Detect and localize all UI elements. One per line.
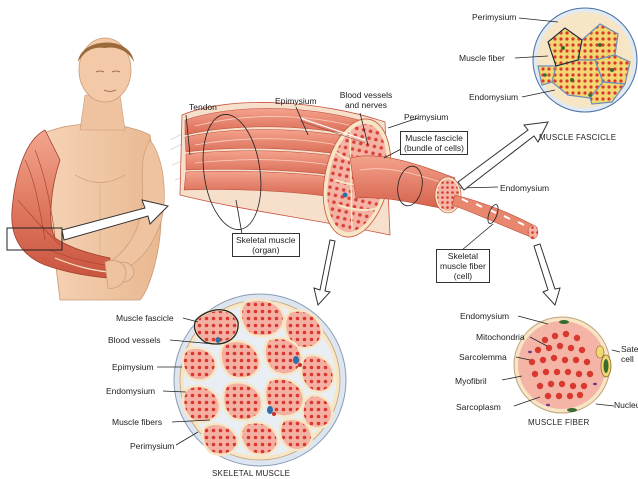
muscle-fascicle-inset [514,7,638,113]
label-muscle-fascicle-box: Muscle fascicle (bundle of cells) [400,131,469,155]
label-inset-endomysium: Endomysium [469,92,519,102]
label-fascicle-line1: Muscle fascicle [405,133,463,143]
label-epimysium-top: Epimysium [275,96,317,106]
caption-muscle-fiber: MUSCLE FIBER [528,418,590,427]
label-mf-myofibril: Myofibril [455,376,487,386]
label-cs-perimysium: Perimysium [130,441,175,451]
label-fiber-line3: (cell) [453,271,473,281]
label-satellite-line1: Satellite [621,344,638,354]
label-skeletal-muscle-box: Skeletal muscle (organ) [232,233,300,257]
label-blood-vessels-line1: Blood vessels [339,90,393,100]
label-fiber-line1: Skeletal [447,251,479,261]
label-mf-satellite-cell: Satellite cell [621,344,638,364]
label-fascicle-line2: (bundle of cells) [404,143,465,153]
label-endomysium-mid: Endomysium [500,183,550,193]
label-fiber-line2: muscle fiber [440,261,486,271]
skeletal-muscle-cross-section [157,293,347,467]
label-blood-vessels-line2: and nerves [344,100,388,110]
human-figure [6,37,165,301]
single-fiber [451,194,539,240]
label-mf-sarcolemma: Sarcolemma [459,352,507,362]
label-blood-vessels-nerves: Blood vessels and nerves [335,90,397,110]
label-mf-sarcoplasm: Sarcoplasm [456,402,501,412]
label-cs-epimysium: Epimysium [112,362,154,372]
callout-arrows [313,121,561,307]
label-mf-nucleus: Nucleus [614,400,638,410]
label-inset-perimysium: Perimysium [472,12,517,22]
label-skeletal-fiber-box: Skeletal muscle fiber (cell) [436,249,490,283]
caption-muscle-fascicle: MUSCLE FASCICLE [539,133,617,142]
label-cs-endomysium: Endomysium [106,386,156,396]
label-tendon: Tendon [189,102,217,112]
label-cs-muscle-fascicle: Muscle fascicle [116,313,174,323]
label-mf-endomysium: Endomysium [460,311,510,321]
muscle-fiber-cross-section [501,315,621,414]
label-perimysium-top: Perimysium [404,112,449,122]
label-cs-blood-vessels: Blood vessels [108,335,161,345]
label-cs-muscle-fibers: Muscle fibers [112,417,163,427]
label-skeletal-muscle-line2: (organ) [252,245,280,255]
caption-skeletal-muscle: SKELETAL MUSCLE [212,469,291,478]
label-satellite-line2: cell [621,354,634,364]
label-mf-mitochondria: Mitochondria [476,332,525,342]
label-skeletal-muscle-line1: Skeletal muscle [236,235,296,245]
leader-lines-main [185,106,499,251]
label-inset-muscle-fiber: Muscle fiber [459,53,505,63]
